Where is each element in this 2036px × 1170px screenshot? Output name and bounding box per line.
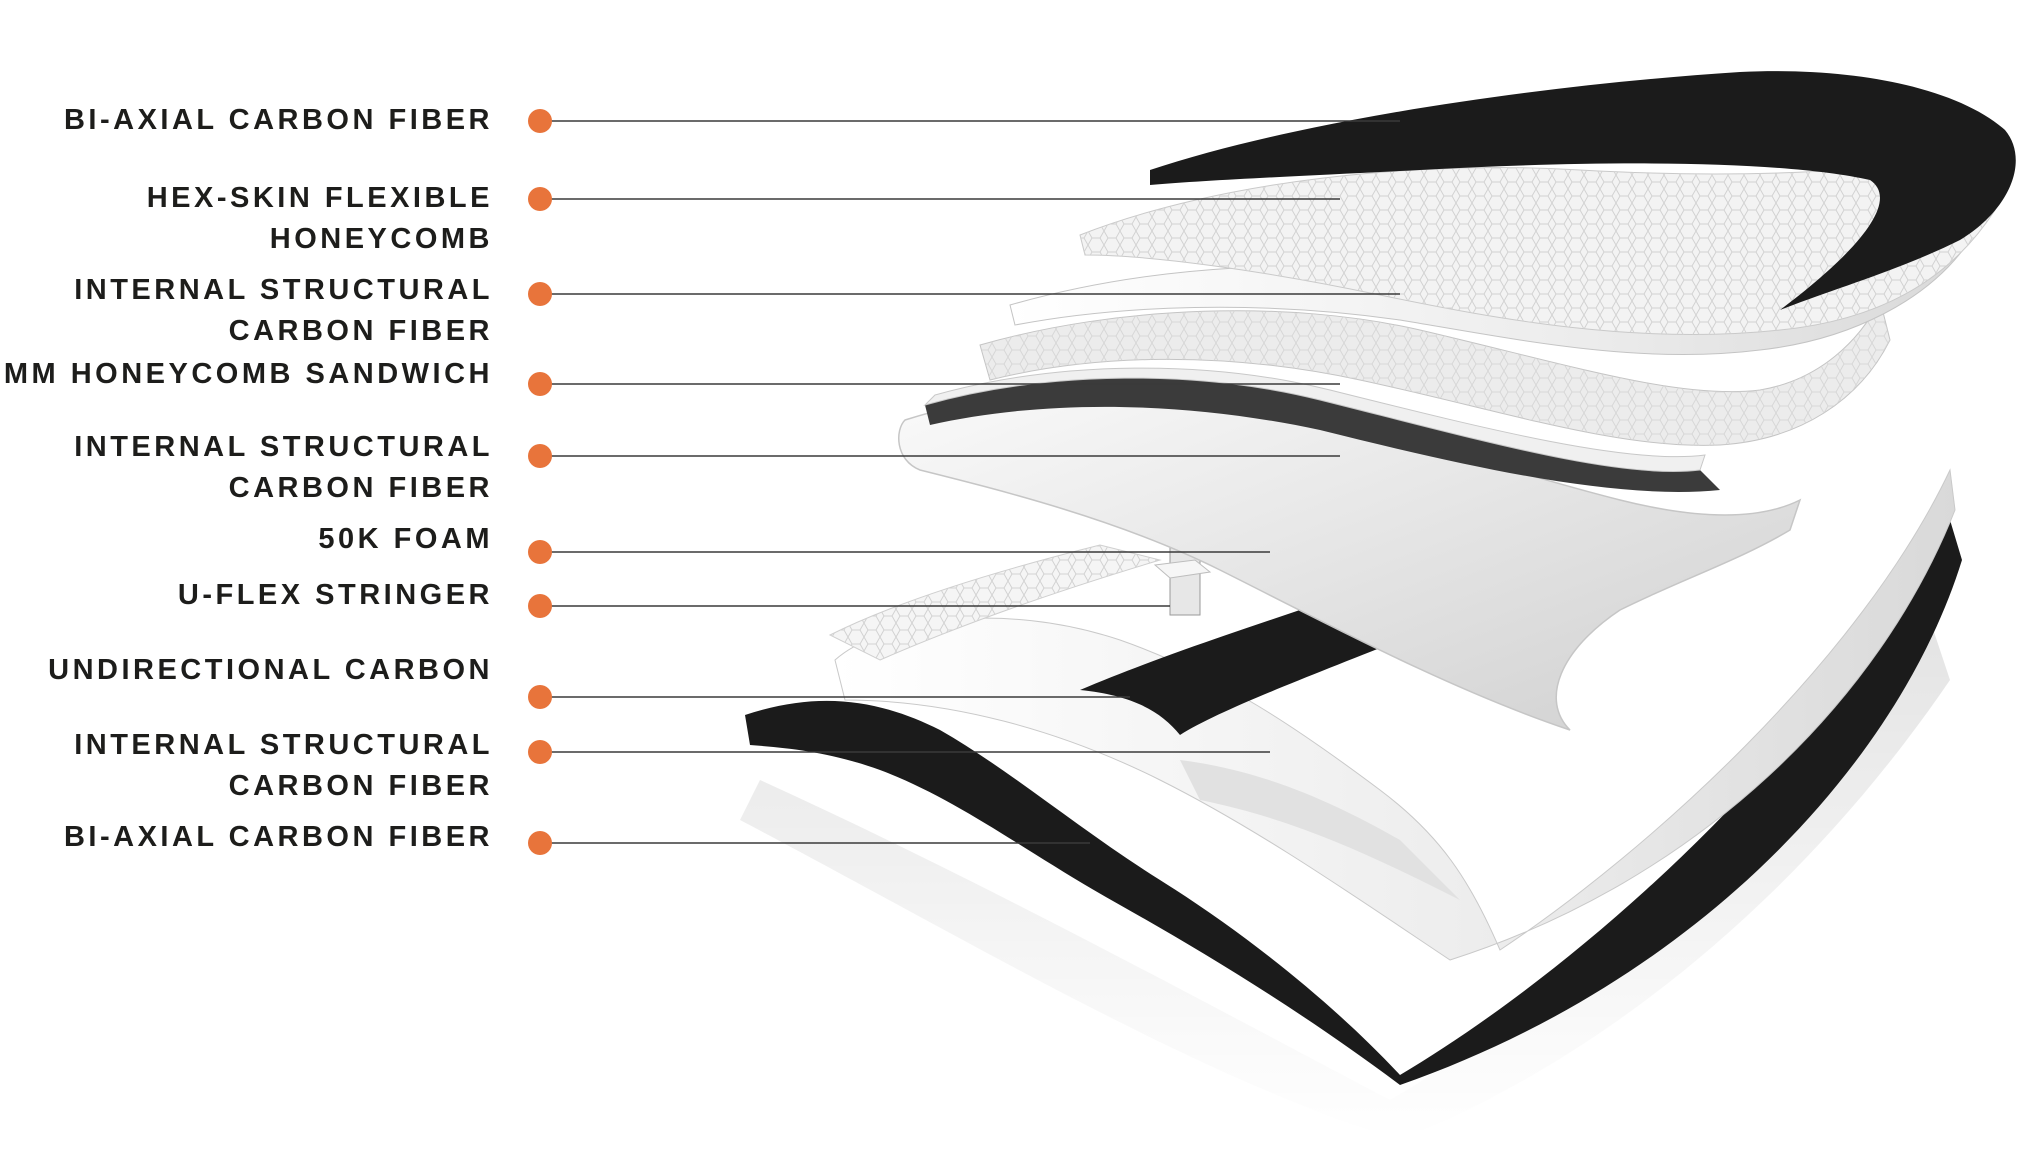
label-bi-axial-carbon-top: BI-AXIAL CARBON FIBER [64,100,493,141]
label-line: U-FLEX STRINGER [177,579,493,611]
label-line: INTERNAL STRUCTURAL [74,431,493,463]
marker-dot [528,594,552,618]
leader-lines [540,120,1400,844]
label-line: CARBON FIBER [228,315,493,347]
layer-hex-skin [1079,149,1996,335]
marker-dot [528,831,552,855]
marker-dot [528,540,552,564]
label-bi-axial-carbon-bottom: BI-AXIAL CARBON FIBER [64,817,493,858]
layer-top-carbon [1150,71,2016,311]
layer-internal-structural-upper [923,367,1720,492]
label-line: HEX-SKIN FLEXIBLE [146,182,493,214]
label-internal-structural-2: INTERNAL STRUCTURAL CARBON FIBER [74,427,493,509]
label-line: BI-AXIAL CARBON FIBER [63,104,493,136]
label-line: 3MM HONEYCOMB SANDWICH [0,358,493,390]
label-internal-structural-1: INTERNAL STRUCTURAL CARBON FIBER [74,270,493,352]
label-honeycomb-sandwich: 3MM HONEYCOMB SANDWICH [0,354,493,395]
label-line: CARBON FIBER [228,472,493,504]
layer-lower-hex [828,544,1162,661]
marker-dots [528,109,552,855]
marker-dot [528,444,552,468]
label-50k-foam: 50K FOAM [318,519,493,560]
label-u-flex-stringer: U-FLEX STRINGER [178,575,493,616]
label-line: CARBON FIBER [228,770,493,802]
marker-dot [528,187,552,211]
label-line: HONEYCOMB [269,223,493,255]
label-undirectional-carbon: UNDIRECTIONAL CARBON [48,650,493,691]
label-line: INTERNAL STRUCTURAL [74,274,493,306]
marker-dot [528,685,552,709]
marker-dot [528,740,552,764]
layer-unidirectional-carbon [1080,600,1400,735]
label-hex-skin: HEX-SKIN FLEXIBLE HONEYCOMB [147,178,493,260]
marker-dot [528,282,552,306]
label-line: 50K FOAM [318,523,493,555]
label-line: UNDIRECTIONAL CARBON [48,654,493,686]
layer-honeycomb-sandwich [979,298,1891,446]
marker-dot [528,372,552,396]
layer-bottom-carbon [745,520,1962,1085]
label-line: BI-AXIAL CARBON FIBER [63,821,493,853]
label-line: INTERNAL STRUCTURAL [74,729,493,761]
marker-dot [528,109,552,133]
label-internal-structural-3: INTERNAL STRUCTURAL CARBON FIBER [74,725,493,807]
